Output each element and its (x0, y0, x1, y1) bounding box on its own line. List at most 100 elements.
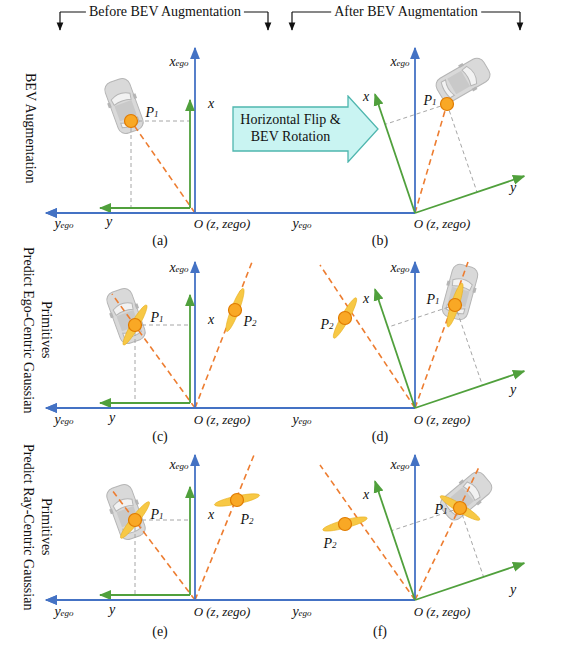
axis-label: xego (390, 54, 409, 69)
ego-axis (46, 212, 415, 214)
axis-label: yego (292, 216, 311, 231)
origin-label: O (z, zego) (194, 413, 251, 427)
ray-line (195, 262, 252, 408)
gaussian-primitive (118, 499, 153, 540)
panel-label: (d) (372, 429, 388, 444)
header-arrow (59, 12, 60, 30)
ray-line (320, 265, 415, 408)
ray-line (415, 262, 468, 408)
point-marker (129, 514, 142, 527)
axis-label: P2 (323, 536, 336, 551)
origin-label: O (z, zego) (414, 217, 471, 231)
panel-label: (c) (152, 429, 168, 444)
car-icon (103, 285, 150, 346)
panel-label: (b) (372, 233, 388, 248)
aug-axis (415, 371, 524, 408)
ego-axis (414, 455, 416, 600)
point-marker (129, 319, 142, 332)
axis-label: x (208, 507, 214, 522)
ray-line (195, 455, 254, 600)
aug-axis (189, 487, 191, 595)
axis-label: xego (169, 54, 188, 69)
axis-label: xego (169, 260, 188, 275)
ego-axis (46, 599, 415, 601)
aug-axis (415, 563, 524, 600)
gaussian-primitive (330, 296, 359, 340)
axis-label: P2 (240, 512, 253, 527)
axis-label: y (510, 582, 516, 597)
point-marker (449, 299, 462, 312)
axis-label: P1 (145, 105, 158, 120)
aug-axis (189, 295, 191, 403)
projection-line (131, 121, 190, 122)
aug-axis (100, 594, 190, 596)
aug-axis (375, 289, 415, 408)
axis-label: P1 (434, 502, 447, 517)
header-arrow (267, 12, 268, 30)
axis-label: x (208, 312, 214, 327)
panel-label: (e) (152, 624, 168, 639)
gaussian-primitive (322, 514, 369, 534)
gaussian-primitive (223, 287, 247, 333)
point-marker (441, 98, 454, 111)
projection-line (135, 325, 190, 326)
header-arrow (519, 12, 520, 30)
axis-label: y (510, 180, 516, 195)
car-icon (101, 75, 148, 136)
axis-label: y (106, 214, 112, 229)
point-marker (339, 518, 352, 531)
axis-label: P1 (426, 292, 439, 307)
ego-axis (194, 48, 196, 213)
aug-axis (375, 481, 415, 600)
axis-label: y (109, 602, 115, 617)
origin-label: O (z, zego) (414, 605, 471, 619)
axis-label: x (363, 89, 369, 104)
projection-line (135, 325, 136, 403)
car-icon (432, 54, 494, 107)
panel-label: (f) (373, 624, 387, 639)
point-marker (231, 494, 244, 507)
ego-axis (414, 262, 416, 408)
ray-line (415, 104, 447, 213)
axis-label: P1 (150, 507, 163, 522)
row-label: Predict Ego-Centric Gaussian Primitives (20, 235, 55, 425)
axis-label: yego (54, 412, 73, 427)
projection-line (135, 520, 136, 595)
column-header: After BEV Augmentation (331, 4, 481, 19)
axis-label: x (363, 487, 369, 502)
point-marker (339, 312, 352, 325)
axis-label: P1 (150, 310, 163, 325)
gaussian-primitive (444, 282, 466, 328)
ray-line (112, 294, 195, 408)
ego-axis (414, 48, 416, 213)
arrow-text: Horizontal Flip & BEV Rotation (233, 112, 348, 146)
axis-label: x (208, 96, 214, 111)
ray-line (112, 490, 195, 600)
ray-line (131, 121, 195, 213)
axis-label: P1 (423, 93, 436, 108)
point-marker (454, 502, 467, 515)
process-arrow: Horizontal Flip & BEV Rotation (230, 95, 380, 163)
axis-label: xego (390, 457, 409, 472)
ego-axis (46, 407, 415, 409)
column-header: Before BEV Augmentation (86, 4, 244, 19)
axis-label: P2 (243, 314, 256, 329)
axis-label: y (510, 382, 516, 397)
axis-label: x (363, 291, 369, 306)
projection-line (455, 305, 482, 385)
aug-axis (415, 176, 524, 213)
projection-line (388, 305, 455, 327)
gaussian-primitive (120, 303, 150, 347)
origin-label: O (z, zego) (194, 217, 251, 231)
ray-line (320, 465, 415, 600)
origin-label: O (z, zego) (194, 605, 251, 619)
point-marker (229, 304, 242, 317)
aug-axis (375, 94, 415, 213)
point-marker (125, 115, 138, 128)
origin-label: O (z, zego) (414, 413, 471, 427)
projection-line (447, 104, 477, 192)
ray-line (415, 465, 480, 600)
gaussian-primitive (214, 491, 261, 508)
axis-label: yego (292, 412, 311, 427)
